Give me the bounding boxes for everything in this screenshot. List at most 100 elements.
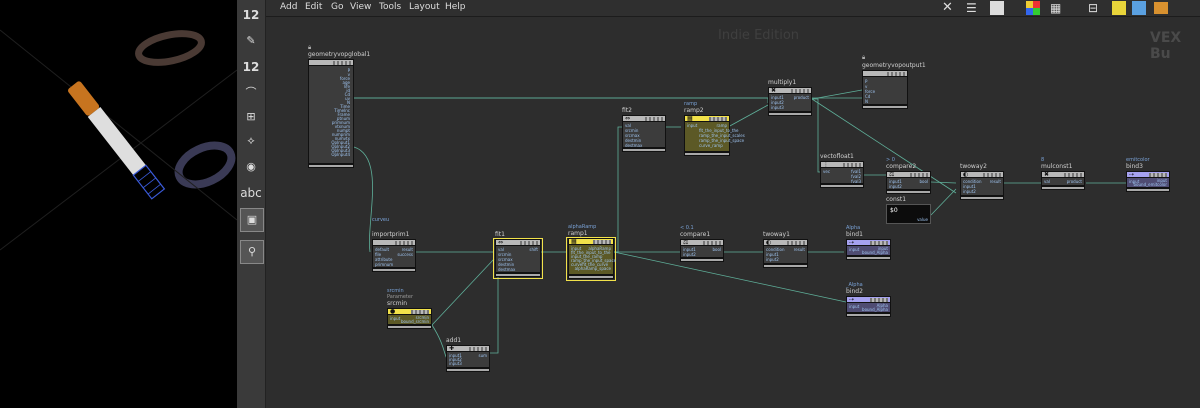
color-palette-icon[interactable]	[1026, 1, 1040, 15]
output-port[interactable]: TimeInc	[334, 108, 350, 113]
scene-viewport[interactable]	[0, 0, 237, 408]
output-port[interactable]: input	[877, 246, 888, 251]
input-port[interactable]: destmax	[625, 143, 643, 148]
menu-layout[interactable]: Layout	[409, 2, 440, 12]
node-flags[interactable]	[870, 298, 888, 302]
output-port[interactable]: input	[1156, 178, 1167, 183]
menu-go[interactable]: Go	[331, 2, 344, 12]
node-flags[interactable]	[787, 241, 805, 245]
output-port[interactable]: numpt	[336, 128, 350, 133]
input-port[interactable]: input3	[449, 361, 462, 366]
output-port[interactable]: alphaRamp	[588, 246, 611, 251]
menu-edit[interactable]: Edit	[305, 2, 323, 12]
node-flags[interactable]	[703, 241, 721, 245]
node-flags[interactable]	[843, 163, 861, 167]
node-header[interactable]: ✚	[446, 345, 490, 352]
input-port[interactable]: input1	[766, 252, 779, 257]
output-port[interactable]: P	[347, 68, 350, 73]
input-port[interactable]: input3	[771, 105, 784, 110]
input-port[interactable]: input1	[683, 247, 696, 252]
input-port[interactable]: input2	[766, 257, 779, 262]
input-port[interactable]: input1	[771, 95, 784, 100]
vop-network-editor[interactable]: Indie Edition VEX Bu	[266, 17, 1200, 408]
input-port[interactable]: input	[390, 316, 401, 321]
node-header[interactable]: ✖	[768, 87, 812, 94]
menu-view[interactable]: View	[350, 2, 372, 12]
output-port[interactable]: OpInput3	[331, 148, 350, 153]
input-port[interactable]: input2	[963, 189, 976, 194]
node-flags[interactable]	[469, 347, 487, 351]
input-port[interactable]: input	[849, 247, 860, 252]
output-port[interactable]: srcmin	[415, 315, 429, 320]
output-port[interactable]: id	[346, 88, 350, 93]
input-port[interactable]: alphaRamp_space	[574, 266, 611, 271]
primitive-count-icon[interactable]: 12	[240, 56, 262, 78]
output-port[interactable]: Frame	[337, 112, 350, 117]
output-port[interactable]: Time	[340, 104, 350, 109]
input-port[interactable]: curvefit_the_curve	[571, 262, 609, 267]
output-port[interactable]: fval2	[851, 174, 861, 179]
input-port[interactable]: fit_the_input_to_the	[699, 128, 739, 133]
image-icon[interactable]: ▣	[240, 208, 264, 232]
node-header[interactable]: ▦	[684, 115, 730, 122]
node-flags[interactable]	[593, 240, 611, 244]
node-flags[interactable]	[709, 117, 727, 121]
input-port[interactable]: input	[571, 246, 582, 251]
output-port[interactable]: shift	[529, 247, 538, 252]
node-header[interactable]: ⇢	[846, 239, 891, 246]
node-header[interactable]: ●	[387, 308, 432, 315]
output-port[interactable]: ptnum	[336, 116, 350, 121]
list-view-icon[interactable]	[990, 1, 1004, 15]
output-port[interactable]: bound_emitcolor	[1133, 182, 1167, 187]
capture-icon[interactable]: ◉	[246, 160, 256, 173]
node-header[interactable]: ⚖	[680, 239, 724, 246]
output-port[interactable]: v	[347, 72, 350, 77]
point-count-icon[interactable]: 12	[240, 4, 262, 26]
output-port[interactable]: force	[339, 76, 350, 81]
output-port[interactable]: vtxnum	[334, 124, 350, 129]
input-port[interactable]: destmin	[625, 138, 642, 143]
input-port[interactable]: destmin	[498, 262, 515, 267]
connect-icon[interactable]: ⟡	[247, 134, 255, 147]
node-header[interactable]: ⇔	[495, 239, 541, 246]
output-port[interactable]: product	[1066, 179, 1082, 184]
node-flags[interactable]	[333, 61, 351, 65]
text-tool-icon[interactable]: abc	[240, 182, 262, 204]
input-port[interactable]: input1	[963, 184, 976, 189]
node-header[interactable]	[862, 70, 908, 77]
input-port[interactable]: input2	[889, 184, 902, 189]
wrench-icon[interactable]: ✕	[942, 0, 953, 15]
output-port[interactable]: bound_Alpha	[862, 250, 888, 255]
input-port[interactable]: destmax	[498, 267, 516, 272]
input-port[interactable]: ramp_the_input_space	[699, 138, 745, 143]
node-header[interactable]	[308, 59, 354, 66]
input-port[interactable]: input	[1129, 179, 1140, 184]
node-header[interactable]: ⇢	[846, 296, 891, 303]
input-port[interactable]: file	[375, 252, 382, 257]
node-flags[interactable]	[870, 241, 888, 245]
node-flags[interactable]	[791, 89, 809, 93]
menu-add[interactable]: Add	[280, 2, 298, 12]
output-port[interactable]: uv	[345, 96, 350, 101]
output-port[interactable]: sum	[478, 353, 487, 358]
input-port[interactable]: srcmin	[498, 252, 512, 257]
output-port[interactable]: ramp	[716, 123, 727, 128]
input-port[interactable]: v	[865, 84, 868, 89]
node-header[interactable]: ⚖	[886, 171, 931, 178]
node-flags[interactable]	[645, 117, 663, 121]
input-port[interactable]: ramp_the_input_scales	[699, 133, 745, 138]
input-port[interactable]: val	[625, 123, 631, 128]
node-header[interactable]	[372, 239, 416, 246]
layout-icon[interactable]: ⊟	[1088, 1, 1099, 15]
node-flags[interactable]	[520, 241, 538, 245]
output-port[interactable]: product	[793, 95, 809, 100]
node-header[interactable]: ◐	[960, 171, 1004, 178]
menu-help[interactable]: Help	[445, 2, 466, 12]
node-flags[interactable]	[395, 241, 413, 245]
input-port[interactable]: srcmax	[625, 133, 640, 138]
transform-icon[interactable]: ⊞	[246, 110, 256, 123]
output-port[interactable]: value	[917, 217, 928, 222]
node-flags[interactable]	[1149, 173, 1167, 177]
node-header[interactable]: ✖	[1041, 171, 1085, 178]
input-port[interactable]: ramp_the_input_space	[571, 258, 617, 263]
